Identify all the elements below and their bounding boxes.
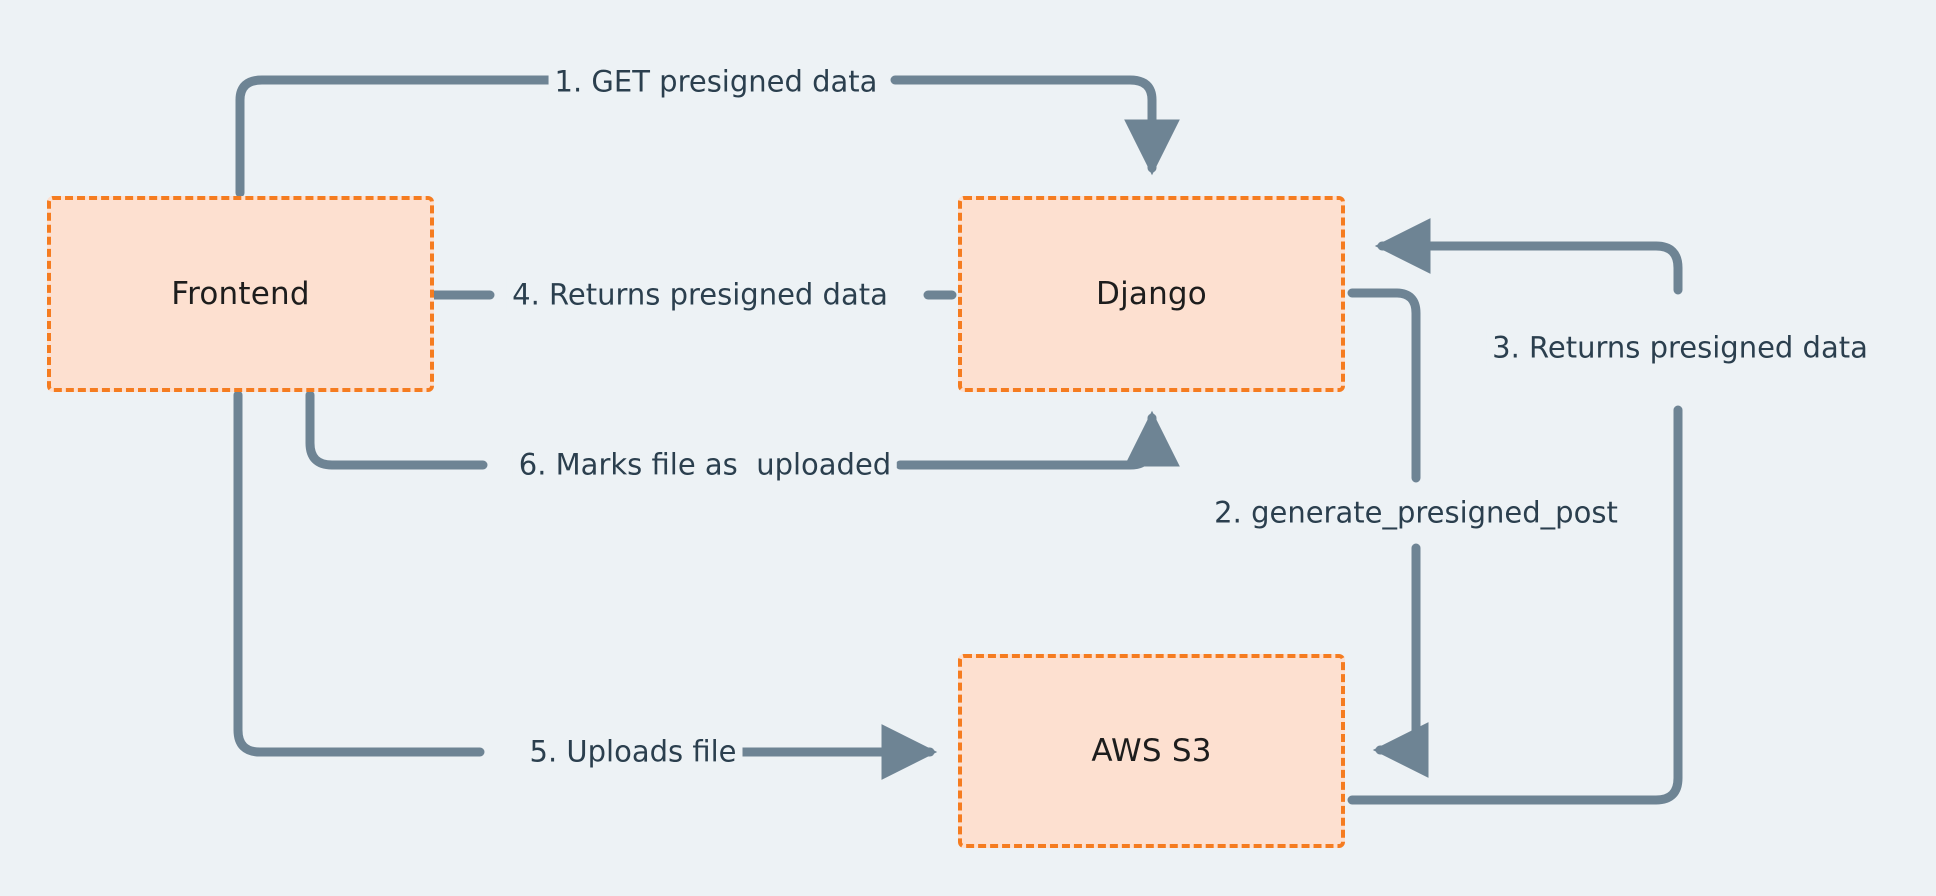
node-aws-s3[interactable]: AWS S3: [958, 654, 1345, 848]
node-frontend-label: Frontend: [171, 276, 310, 312]
connector-6-marks-file-as-uploaded: [305, 390, 488, 470]
connector-1-get-presigned-data-tail: [890, 75, 1180, 176]
edge-label-6-marks-file-as-uploaded: 6. Marks file as uploaded: [512, 446, 898, 484]
connector-2-generate-presigned-post: [1347, 288, 1421, 483]
edge-label-2-generate-presigned-post: 2. generate_presigned_post: [1208, 494, 1624, 532]
edge-label-1-get-presigned-data: 1. GET presigned data: [548, 63, 884, 101]
connector-5-uploads-file: [233, 390, 485, 757]
connector-6-marks-file-as-uploaded-tail: [895, 410, 1180, 470]
edge-label-3-returns-presigned-data: 3. Returns presigned data: [1486, 329, 1874, 367]
node-django-label: Django: [1096, 276, 1207, 312]
node-frontend[interactable]: Frontend: [47, 196, 434, 392]
edge-label-4-returns-presigned-data: 4. Returns presigned data: [506, 276, 894, 314]
connector-1-get-presigned-data: [235, 75, 565, 198]
edge-label-5-uploads-file: 5. Uploads file: [523, 733, 743, 771]
node-django[interactable]: Django: [958, 196, 1345, 392]
node-aws-s3-label: AWS S3: [1091, 733, 1212, 769]
connector-3-returns-presigned-data: [1347, 405, 1683, 805]
connector-2-generate-presigned-post-tail: [1372, 543, 1429, 778]
connector-3-returns-presigned-data-tail: [1374, 218, 1683, 295]
